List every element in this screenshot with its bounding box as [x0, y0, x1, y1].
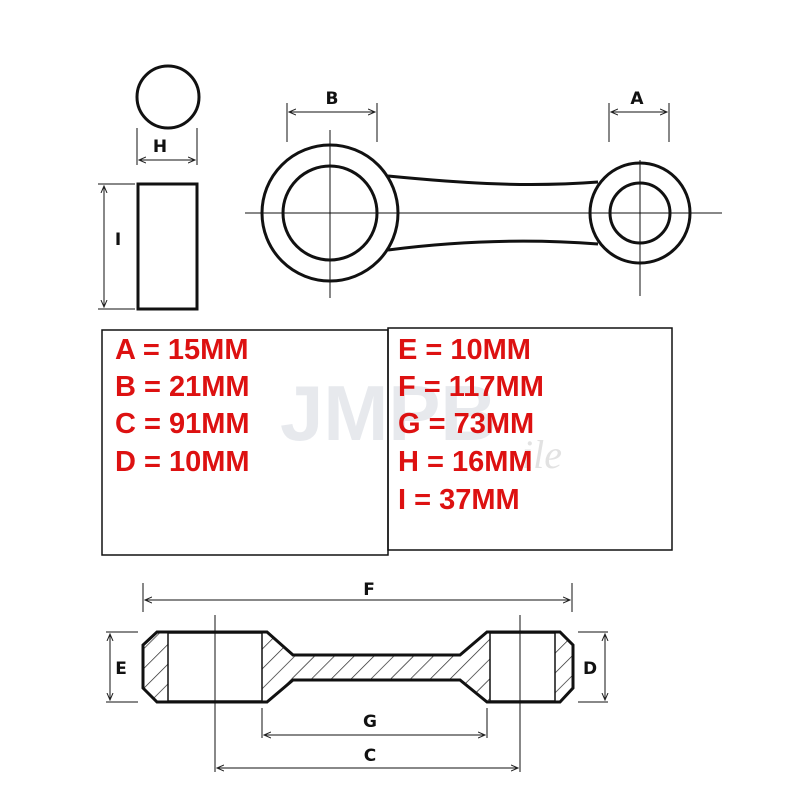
- label-e: E: [115, 659, 127, 679]
- spec-e: E = 10MM: [398, 334, 531, 366]
- rod-side-section: [106, 583, 608, 772]
- label-h: H: [153, 137, 167, 157]
- spec-box-right: [387, 327, 673, 551]
- pin-end-view: [135, 64, 201, 165]
- label-i: I: [115, 230, 121, 250]
- spec-a: A = 15MM: [115, 334, 249, 366]
- label-b: B: [326, 89, 339, 109]
- label-g: G: [363, 712, 377, 732]
- svg-text:ile: ile: [522, 432, 562, 477]
- spec-g: G = 73MM: [398, 408, 534, 440]
- spec-d: D = 10MM: [115, 446, 250, 478]
- label-f: F: [363, 580, 375, 600]
- spec-f: F = 117MM: [398, 371, 544, 403]
- spec-b: B = 21MM: [115, 371, 250, 403]
- label-d: D: [583, 659, 597, 679]
- label-a: A: [630, 89, 644, 109]
- pin-side-view: [98, 182, 199, 311]
- spec-h: H = 16MM: [398, 446, 533, 478]
- spec-i: I = 37MM: [398, 484, 520, 516]
- label-c: C: [364, 746, 376, 766]
- rod-top-view: [245, 103, 722, 298]
- spec-c: C = 91MM: [115, 408, 250, 440]
